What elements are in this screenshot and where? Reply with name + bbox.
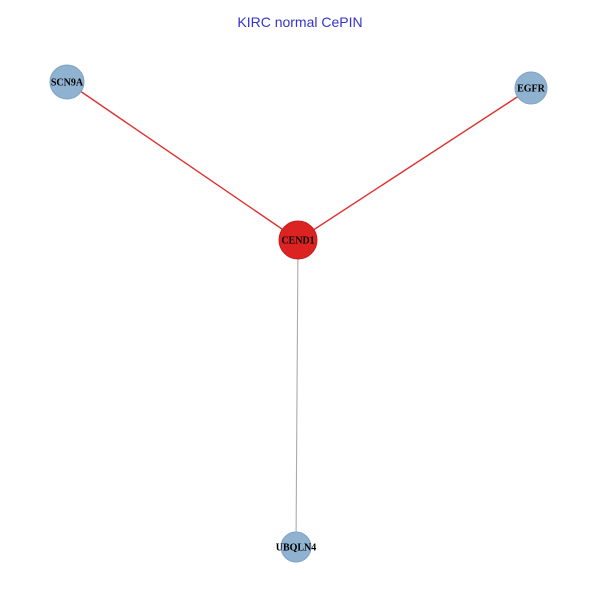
plot-title: KIRC normal CePIN [237, 14, 363, 30]
edge-EGFR-CEND1 [297, 87, 532, 241]
node-label-SCN9A: SCN9A [51, 78, 84, 89]
node-label-EGFR: EGFR [517, 84, 546, 95]
node-label-CEND1: CEND1 [281, 236, 314, 247]
node-label-UBQLN4: UBQLN4 [276, 543, 317, 554]
node-EGFR [514, 71, 548, 105]
node-UBQLN4 [280, 531, 312, 563]
edge-CEND1-UBQLN4 [295, 239, 299, 548]
node-SCN9A [49, 64, 85, 100]
edge-SCN9A-CEND1 [66, 81, 299, 241]
node-CEND1 [278, 220, 318, 260]
